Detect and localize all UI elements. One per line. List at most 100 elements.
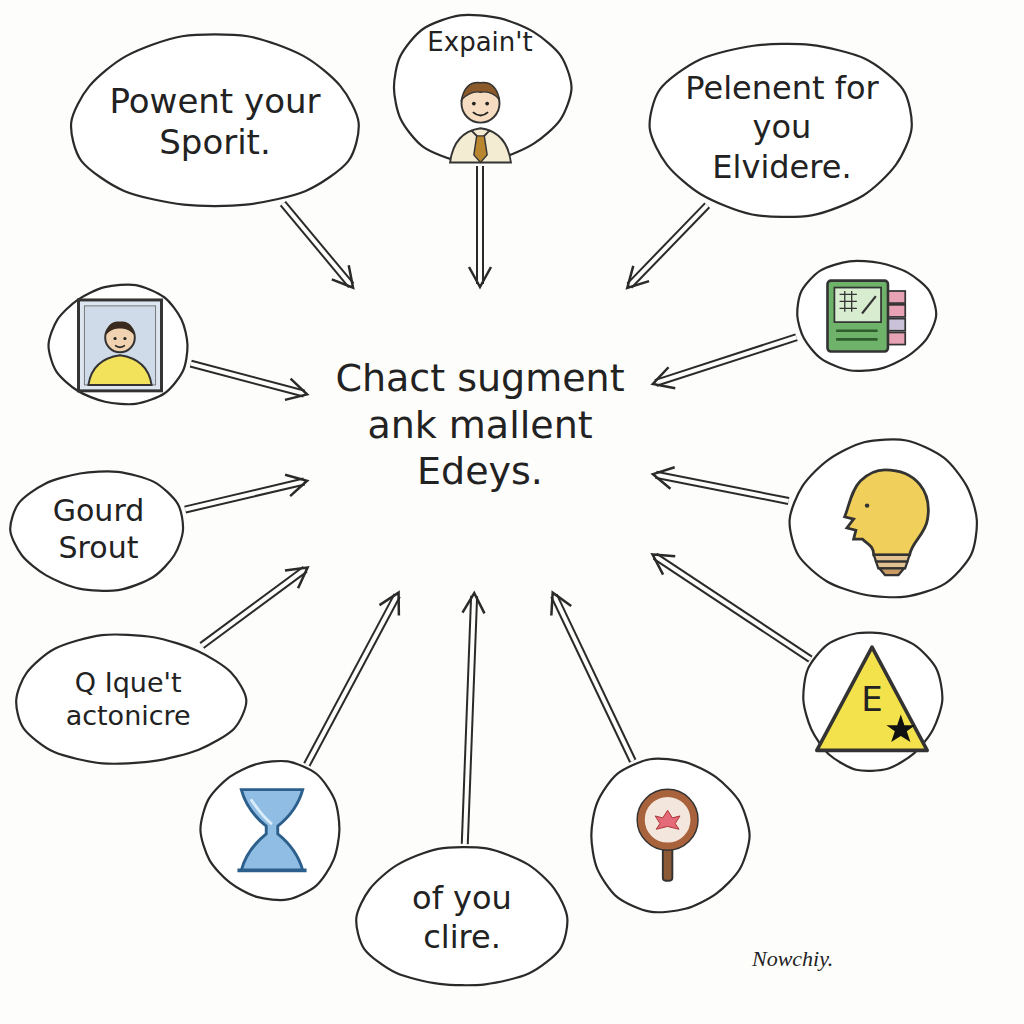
- arrow-connector: [191, 364, 307, 400]
- lightbulb-head-icon-part: [879, 569, 904, 576]
- arrow-shaft: [465, 596, 474, 844]
- arrow-shaft-inner: [478, 166, 482, 284]
- arrow-connector: [202, 567, 308, 645]
- magnifier-icon-part: [656, 810, 681, 829]
- arrow-shaft-inner: [185, 481, 304, 509]
- arrow-shaft-inner: [629, 205, 707, 285]
- lightbulb-head-icon: [829, 455, 941, 588]
- portrait-icon-part: [115, 345, 125, 347]
- arrow-shaft: [656, 337, 797, 383]
- calculator-icon: [816, 272, 915, 358]
- arrow-head: [332, 265, 353, 287]
- thought-bubble: Q Ique't actonicre: [6, 630, 250, 770]
- bubble-outline-path: [200, 761, 339, 900]
- arrow-head: [551, 593, 571, 616]
- arrow-connector: [653, 554, 811, 659]
- thought-bubble: of you clire.: [350, 843, 575, 993]
- arrow-shaft-inner: [283, 204, 351, 286]
- bubble-outline-path: [797, 261, 936, 371]
- arrow-shaft-inner: [554, 595, 633, 761]
- bubble-text: Gourd Srout: [36, 493, 161, 566]
- arrow-shaft-inner: [656, 475, 789, 501]
- bubble-outline-path: [10, 471, 183, 590]
- arrow-shaft-inner: [307, 595, 397, 764]
- bubble-outline-path: [650, 44, 912, 217]
- thought-bubble: [785, 435, 985, 605]
- arrow-head: [462, 593, 484, 613]
- person-icon-part: [472, 112, 487, 115]
- bubble-text: of you clire.: [384, 879, 539, 957]
- calculator-icon-part: [836, 331, 877, 340]
- arrow-shaft: [554, 595, 633, 761]
- warning-triangle-icon-part: [886, 714, 915, 742]
- portrait-icon-part: [123, 336, 126, 339]
- arrow-connector: [653, 467, 789, 501]
- portrait-icon-part: [113, 336, 116, 339]
- hourglass-icon-part: [251, 799, 272, 824]
- portrait-icon-part: [84, 305, 155, 384]
- arrow-connector: [551, 593, 632, 761]
- thought-bubble: Powent your Sporit.: [63, 30, 367, 215]
- arrow-shaft: [307, 595, 397, 764]
- arrow-head: [285, 475, 307, 496]
- person-icon-part: [473, 136, 486, 163]
- arrow-head: [653, 367, 675, 388]
- bubble-outline-path: [790, 439, 977, 597]
- hourglass-icon-part: [237, 868, 306, 872]
- bubble-outline-path: [591, 758, 749, 912]
- arrow-head: [653, 467, 675, 489]
- arrow-connector: [627, 205, 707, 288]
- hourglass-icon-part: [241, 790, 302, 871]
- arrow-shaft-inner: [191, 364, 304, 394]
- bubble-outline-path: [803, 633, 942, 771]
- arrow-shaft: [655, 556, 810, 659]
- bubble-text: Q Ique't actonicre: [43, 667, 213, 733]
- thought-bubble: [45, 280, 195, 410]
- central-text: Chact sugment ank mallent Edeys.: [323, 355, 638, 494]
- person-icon-part: [450, 128, 511, 162]
- arrow-shaft-inner: [655, 556, 810, 659]
- bubble-text: Expain't: [427, 27, 532, 59]
- calculator-icon-part: [862, 296, 876, 313]
- calculator-icon-part: [827, 280, 887, 351]
- portrait-icon-part: [105, 321, 135, 335]
- arrow-connector: [283, 204, 353, 288]
- thought-bubble: E: [797, 625, 947, 775]
- bubble-text: Powent your Sporit.: [107, 81, 322, 164]
- portrait-icon: [69, 296, 171, 395]
- bubble-outline-path: [71, 34, 359, 206]
- magnifier-icon-part: [641, 793, 694, 846]
- bubble-outline-path: [49, 285, 188, 405]
- bubble-outline-path: [394, 15, 572, 162]
- bubble-outline-path: [356, 847, 567, 985]
- arrow-shaft-inner: [465, 596, 474, 844]
- arrow-head: [653, 554, 676, 574]
- arrow-shaft: [185, 481, 304, 509]
- arrow-connector: [185, 475, 307, 510]
- calculator-icon-part: [834, 287, 881, 322]
- bubble-text: Pelenent for you Elvidere.: [684, 69, 879, 186]
- thought-bubble: [790, 255, 940, 375]
- arrow-head: [285, 379, 307, 400]
- thought-bubble: [583, 753, 753, 918]
- arrow-head: [379, 593, 398, 616]
- arrow-connector: [462, 593, 484, 844]
- central-topic: Chact sugment ank mallent Edeys.: [310, 290, 650, 590]
- arrow-connector: [653, 337, 797, 388]
- warning-triangle-icon-part: [817, 647, 927, 750]
- signature: Nowchiy.: [752, 946, 833, 972]
- portrait-icon-part: [79, 300, 162, 391]
- arrow-connector: [469, 166, 491, 287]
- arrow-head: [469, 267, 491, 287]
- bubble-text: E: [861, 679, 882, 720]
- thought-bubble: Gourd Srout: [6, 465, 191, 595]
- person-icon-part: [471, 102, 475, 106]
- magnifier-icon: [620, 769, 715, 901]
- arrow-shaft: [202, 569, 305, 645]
- arrow-connector: [307, 593, 399, 765]
- lightbulb-head-icon-part: [865, 504, 869, 508]
- bubble-outline-path: [16, 635, 246, 764]
- thought-bubble: Expain't: [385, 9, 575, 167]
- arrow-shaft: [629, 205, 707, 285]
